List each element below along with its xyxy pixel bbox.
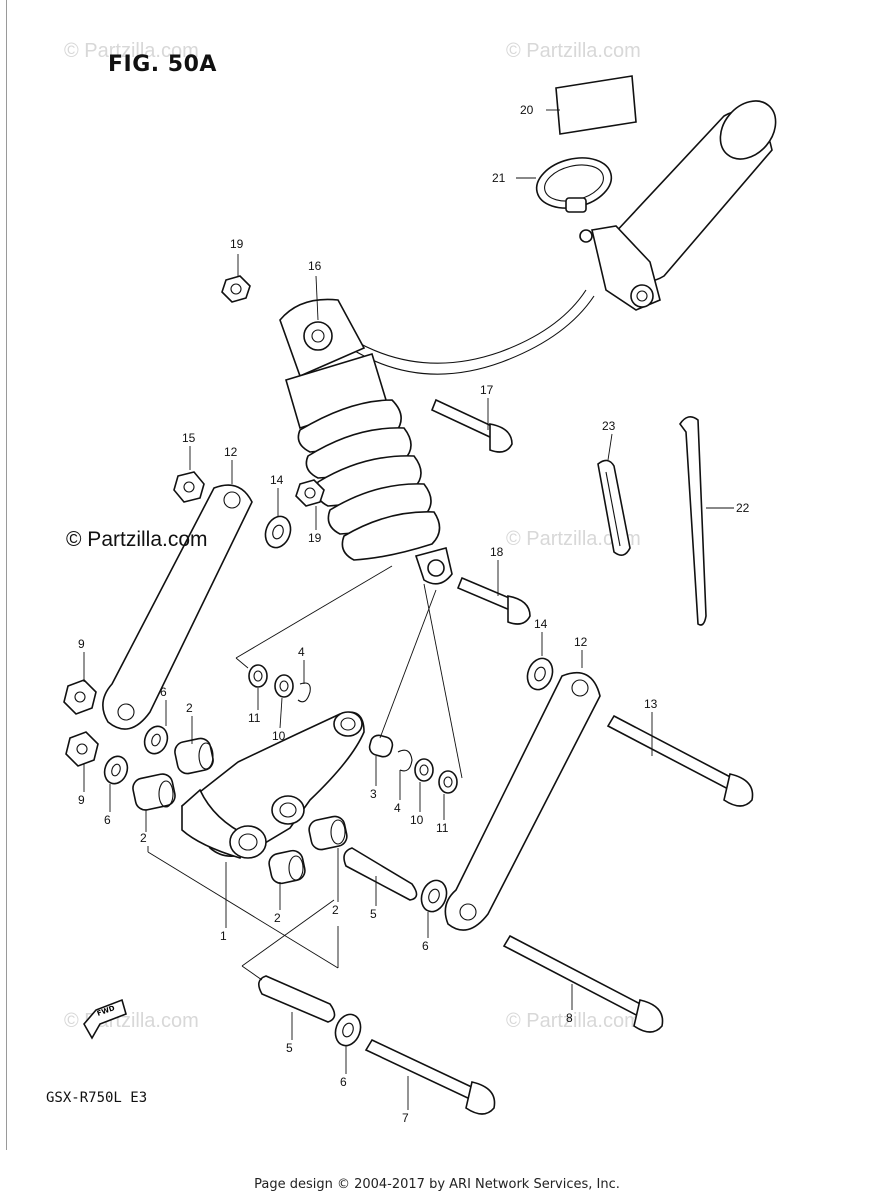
- callout-21: 21: [492, 171, 506, 185]
- rear-shock-absorber: [279, 298, 453, 585]
- scan-edge-line: [6, 0, 7, 1150]
- exploded-view-drawing: FWD: [63, 75, 777, 1125]
- page-footer: Page design © 2004-2017 by ARI Network S…: [254, 1177, 620, 1192]
- callout-2-right: 2: [332, 903, 339, 917]
- callout-20: 20: [520, 103, 534, 117]
- callout-numbers: 20 21 19 16 17 23 22 15 12 14 19 18 14 1…: [78, 103, 750, 1125]
- cushion-rod-left: [102, 484, 253, 730]
- callout-2-lower: 2: [274, 911, 281, 925]
- bolt-13: [606, 714, 754, 807]
- watermark-top-right: © Partzilla.com: [506, 40, 641, 62]
- watermark-mid-right: © Partzilla.com: [506, 528, 641, 550]
- bearing-2-right: [308, 815, 348, 851]
- callout-11-right: 11: [436, 821, 449, 835]
- watermark-top-left: © Partzilla.com: [64, 40, 199, 62]
- callout-19-upper: 19: [230, 237, 244, 251]
- shock-lower-bolt: [456, 576, 531, 625]
- callout-17: 17: [480, 383, 494, 397]
- nut-19-lower: [295, 479, 325, 507]
- reservoir-clamp-band: [535, 157, 613, 213]
- washer-6-left: [143, 725, 169, 755]
- callout-1: 1: [220, 929, 227, 943]
- cable-tie: [679, 416, 707, 626]
- watermark-bottom-right: © Partzilla.com: [506, 1010, 641, 1032]
- shock-upper-bolt: [430, 398, 513, 453]
- forward-direction-arrow: FWD: [83, 998, 127, 1040]
- callout-18: 18: [490, 545, 504, 559]
- callout-9-lower: 9: [78, 793, 85, 807]
- nut-9-upper: [63, 679, 97, 715]
- washer-14-right: [526, 657, 554, 691]
- callout-12-left: 12: [224, 445, 238, 459]
- small-hardware-left-group: [248, 664, 311, 703]
- bolt-8: [502, 934, 664, 1033]
- cushion-lever: [180, 711, 365, 859]
- callout-19-lower: 19: [308, 531, 322, 545]
- bolt-7: [364, 1038, 496, 1115]
- callout-2-left: 2: [140, 831, 147, 845]
- bearing-2-lower: [268, 849, 306, 885]
- callout-9-upper: 9: [78, 637, 85, 651]
- callout-16: 16: [308, 259, 322, 273]
- figure-title: FIG. 50A: [108, 52, 217, 77]
- callout-6-bottom: 6: [340, 1075, 347, 1089]
- callout-5-upper: 5: [370, 907, 377, 921]
- reservoir-hose: [349, 289, 595, 375]
- washer-6-lower-left: [103, 755, 129, 785]
- callout-3: 3: [370, 787, 377, 801]
- callout-6-left-lower: 6: [104, 813, 111, 827]
- callout-12-right: 12: [574, 635, 588, 649]
- reservoir-label-sticker: [555, 75, 637, 135]
- callout-13: 13: [644, 697, 658, 711]
- callout-8: 8: [566, 1011, 573, 1025]
- construction-lines: [147, 565, 463, 981]
- model-code: GSX-R750L E3: [46, 1090, 148, 1106]
- bearing-2-left: [132, 773, 176, 811]
- leader-lines: [83, 109, 734, 1110]
- small-hardware-right-group: [368, 734, 458, 794]
- reservoir-tank: [579, 100, 777, 311]
- upper-nut-19: [221, 275, 251, 303]
- washer-14-left: [264, 515, 292, 549]
- spacer-5-upper: [343, 847, 418, 901]
- callout-2-upper: 2: [186, 701, 193, 715]
- nut-9-lower: [65, 731, 99, 767]
- spacer-5-lower: [258, 975, 336, 1023]
- callout-7: 7: [402, 1111, 409, 1125]
- cushion-rod-right: [444, 671, 601, 931]
- callout-11-left: 11: [248, 711, 261, 725]
- callout-6-left-upper: 6: [160, 685, 167, 699]
- callout-6-right: 6: [422, 939, 429, 953]
- nut-15: [173, 471, 205, 503]
- washer-6-bottom: [334, 1013, 362, 1047]
- callout-22: 22: [736, 501, 750, 515]
- washer-6-right: [420, 879, 448, 913]
- callout-14-right: 14: [534, 617, 548, 631]
- cable-clip: [597, 459, 631, 556]
- callout-4-lower: 4: [394, 801, 401, 815]
- callout-14-left: 14: [270, 473, 284, 487]
- partzilla-copyright: © Partzilla.com: [66, 528, 208, 551]
- callout-10-right: 10: [410, 813, 424, 827]
- bearing-2-upper: [174, 737, 214, 775]
- callout-5-lower: 5: [286, 1041, 293, 1055]
- callout-15: 15: [182, 431, 196, 445]
- callout-23: 23: [602, 419, 616, 433]
- callout-4-upper: 4: [298, 645, 305, 659]
- callout-10-left: 10: [272, 729, 286, 743]
